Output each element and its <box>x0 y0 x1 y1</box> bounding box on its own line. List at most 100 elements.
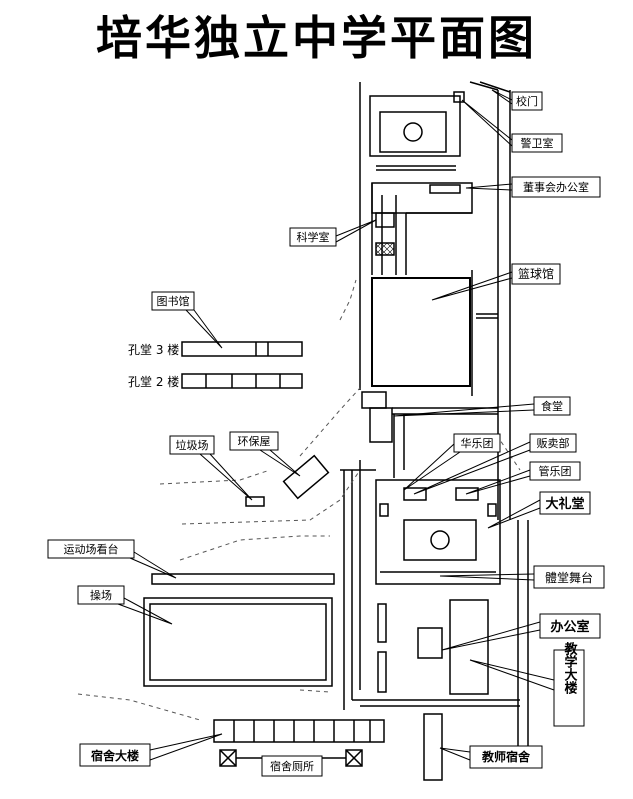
dashed-path-1 <box>181 469 361 525</box>
leader-library <box>185 309 223 349</box>
gate-hut <box>453 91 465 103</box>
board-office-inner <box>429 184 461 194</box>
teach-pillar-2 <box>377 651 387 693</box>
callout-box-field <box>77 585 125 605</box>
leader-stands <box>129 551 177 579</box>
science-room <box>375 212 395 228</box>
hua-yue-tuan-room <box>403 487 427 501</box>
leader-huayue <box>403 443 461 491</box>
label-stands: 运动场看台 <box>64 542 119 556</box>
leader-stage <box>439 573 535 581</box>
callout-box-science <box>289 227 337 247</box>
callout-box-basketball <box>511 263 561 285</box>
map-title: 培华独立中学平面图 <box>96 11 537 65</box>
dorm-rooms <box>233 720 371 742</box>
dashed-path-7 <box>77 693 201 721</box>
dashed-path-4 <box>299 387 361 457</box>
label-teaching-building: 教学大楼 <box>562 641 579 695</box>
label-office: 办公室 <box>550 619 589 635</box>
label-canteen: 食堂 <box>541 399 563 413</box>
label-teacher-dorm: 教师宿舍 <box>481 749 531 764</box>
aud-side-2 <box>487 503 497 517</box>
leader-guard <box>461 99 513 147</box>
label-eco-house: 环保屋 <box>238 434 271 448</box>
label-board-office: 董事会办公室 <box>523 180 589 194</box>
label-guard-room: 警卫室 <box>521 136 554 150</box>
label-band: 管乐团 <box>539 464 572 478</box>
hall-3f-dividers <box>255 342 269 356</box>
eco-house-box <box>282 454 330 500</box>
callout-box-vendor <box>529 433 577 453</box>
label-school-gate: 校门 <box>516 94 538 108</box>
band-room <box>455 487 479 501</box>
callout-box-gate <box>511 91 543 111</box>
guard-court <box>379 111 447 153</box>
leader-field <box>117 597 173 625</box>
callout-box-huayue <box>453 433 501 453</box>
garbage-yard-box <box>245 496 265 507</box>
leader-office <box>441 621 541 651</box>
label-dormitory: 宿舍大楼 <box>91 748 139 763</box>
leader-basketball <box>431 271 513 301</box>
dashed-path-3 <box>159 469 271 485</box>
hall-2f-dividers <box>205 374 281 388</box>
callout-box-eco <box>229 431 279 451</box>
callout-box-library <box>151 291 195 311</box>
label-science-room: 科学室 <box>297 230 330 244</box>
teaching-building <box>449 599 489 695</box>
callout-box-band <box>529 461 581 481</box>
field-outer <box>143 597 333 687</box>
label-hall-3f: 孔堂 3 楼 <box>128 342 179 357</box>
teach-pillar-1 <box>377 603 387 643</box>
leader-canteen <box>393 403 535 417</box>
dormitory-building <box>213 719 385 743</box>
leader-teacher-dorm <box>439 747 471 761</box>
leader-teaching <box>469 659 555 691</box>
leader-gate <box>491 89 513 105</box>
auditorium-hall <box>403 519 477 561</box>
east-diagonal-road <box>469 81 511 93</box>
label-dorm-toilet: 宿舍厕所 <box>270 759 314 773</box>
callout-box-toilet <box>261 755 323 777</box>
auditorium-outer <box>375 479 501 585</box>
road-south <box>352 699 520 707</box>
teacher-dorm <box>423 713 443 781</box>
science-column <box>371 183 407 275</box>
leader-auditorium <box>487 499 541 529</box>
label-field: 操场 <box>90 588 112 602</box>
label-hua-yue-tuan: 华乐团 <box>461 436 494 450</box>
callout-box-dormitory <box>79 743 151 767</box>
label-auditorium: 大礼堂 <box>545 496 584 512</box>
label-library: 图书馆 <box>157 294 190 308</box>
aud-side-1 <box>379 503 389 517</box>
basketball-court <box>371 277 471 387</box>
stands-bar <box>151 573 335 585</box>
science-room-hatch <box>375 242 395 256</box>
callout-box-canteen <box>533 396 571 416</box>
leader-band <box>465 469 531 495</box>
callout-box-garbage <box>169 435 215 455</box>
office-box <box>417 627 443 659</box>
canteen-block <box>361 391 387 409</box>
leader-garbage <box>199 453 253 501</box>
callout-box-stands <box>47 539 135 559</box>
central-road <box>393 414 405 478</box>
guard-bar <box>376 165 456 171</box>
leader-dormitory <box>149 733 223 761</box>
leader-vendor <box>413 441 531 495</box>
leader-eco <box>259 449 301 477</box>
road-to-dorm <box>340 469 376 710</box>
guard-court-circle <box>403 122 423 142</box>
board-office-building <box>371 182 473 214</box>
field-inner <box>149 603 327 681</box>
dashed-path-8 <box>299 689 331 693</box>
callout-box-auditorium <box>539 491 591 515</box>
callout-box-guard <box>511 133 563 153</box>
callout-box-stage <box>533 565 605 589</box>
dashed-path-2 <box>179 535 330 561</box>
road-west <box>351 460 361 700</box>
label-basketball-court: 篮球馆 <box>518 266 554 281</box>
callout-box-teacher-dorm <box>469 745 543 769</box>
